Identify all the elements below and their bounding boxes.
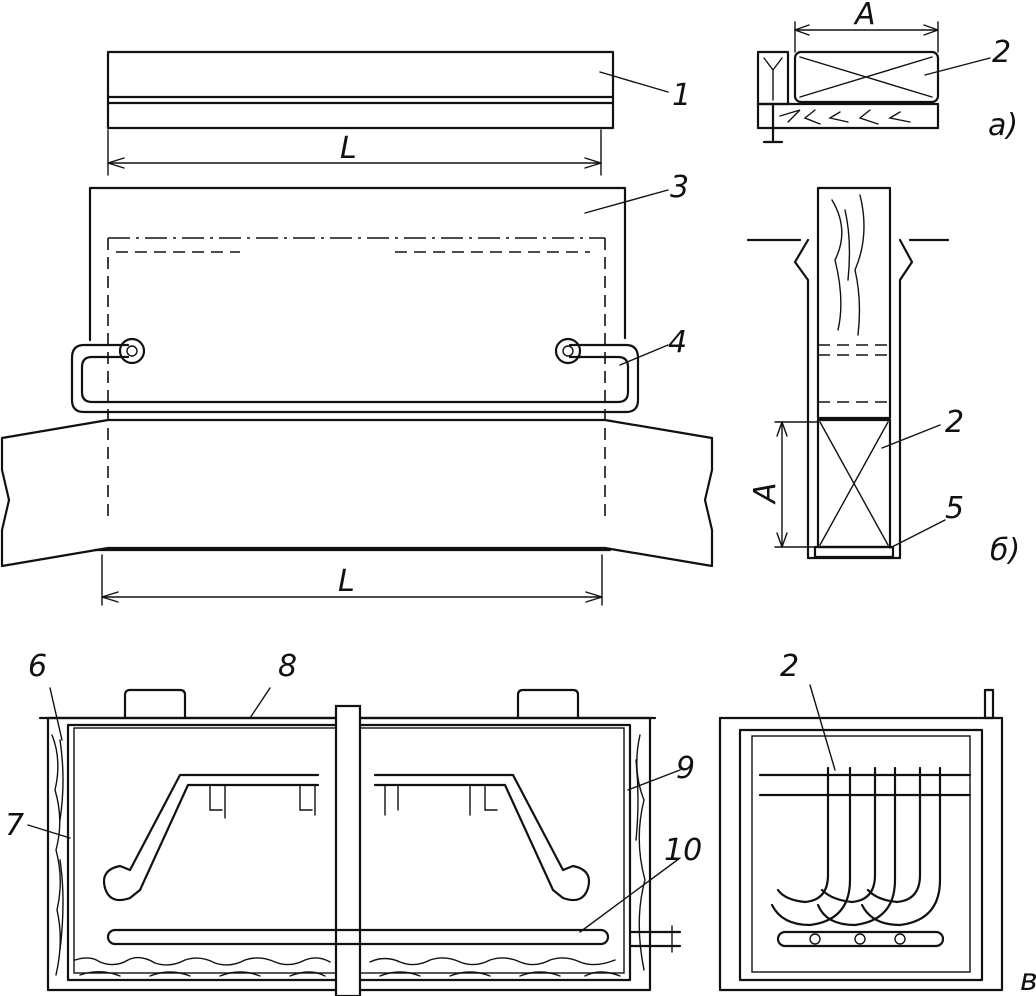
callout-3: 3 <box>670 170 689 205</box>
leader-8 <box>249 687 271 719</box>
dim-label-a-side: A <box>748 482 783 505</box>
callout-1: 1 <box>672 78 691 113</box>
leader-6 <box>49 687 63 741</box>
callout-7: 7 <box>5 808 24 843</box>
view-label-a: а) <box>988 108 1018 143</box>
leader-2b <box>881 424 941 449</box>
leader-2a <box>924 57 991 76</box>
callout-5: 5 <box>945 491 964 526</box>
callout-10: 10 <box>664 833 702 868</box>
view-a <box>756 21 940 144</box>
callout-2c: 2 <box>780 649 799 684</box>
callout-2a: 2 <box>992 35 1011 70</box>
plank-stack <box>106 50 615 130</box>
dim-label-a-top: A <box>853 0 876 32</box>
leader-9 <box>627 769 681 791</box>
callout-9: 9 <box>676 751 695 786</box>
view-b <box>746 186 950 560</box>
view-v <box>718 688 1004 992</box>
dimension-l-top <box>107 129 602 176</box>
leader-3 <box>584 189 669 214</box>
view-label-v: в <box>1020 963 1036 996</box>
box-front-section <box>38 688 682 996</box>
view-label-b: б) <box>990 533 1020 568</box>
panel-3 <box>88 186 627 520</box>
leader-7 <box>27 824 71 839</box>
callout-2b: 2 <box>945 405 964 440</box>
dim-label-l-bottom: L <box>338 564 355 599</box>
dim-label-l-top: L <box>340 131 357 166</box>
leader-1 <box>599 71 669 93</box>
callout-4: 4 <box>668 325 687 360</box>
callout-6: 6 <box>28 649 47 684</box>
leader-2c <box>809 684 836 771</box>
trough-section <box>0 418 714 568</box>
hanger-4 <box>70 337 640 414</box>
dimension-l-bottom <box>101 554 603 606</box>
leader-10 <box>579 857 681 933</box>
callout-8: 8 <box>278 649 297 684</box>
leader-5 <box>889 519 946 549</box>
leader-4 <box>619 344 669 366</box>
